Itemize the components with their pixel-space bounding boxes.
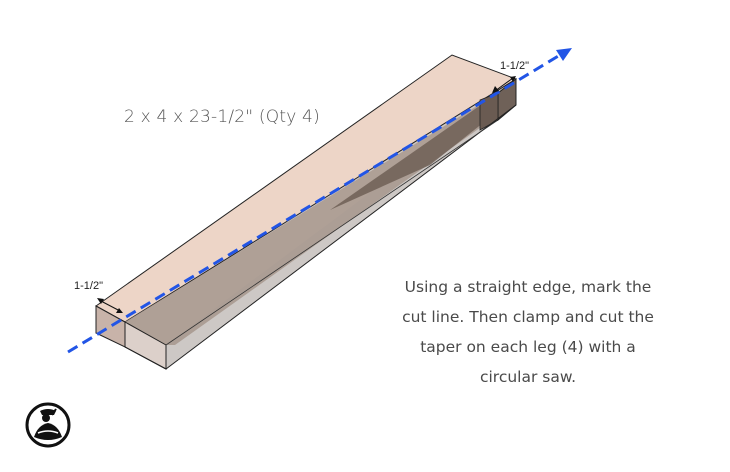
cut-line [67, 53, 561, 354]
cut-line-arrowhead-icon [556, 48, 572, 61]
woodworker-logo-icon [25, 402, 71, 448]
edge-inner [124, 346, 167, 370]
instructions-line: taper on each leg (4) with a [420, 338, 636, 356]
dimension-arrow-right [494, 77, 514, 92]
edge-mid-long [165, 119, 499, 346]
instructions-text: Using a straight edge, mark the cut line… [385, 272, 671, 392]
dimension-arrow-left [98, 299, 121, 312]
arrowhead-icon [97, 298, 104, 304]
arrowhead-icon [116, 308, 123, 313]
board-end-face-right-inner [479, 92, 499, 131]
arrowhead-icon [510, 76, 516, 82]
board-size-label: 2 x 4 x 23-1/2" (Qty 4) [124, 107, 320, 127]
dimension-label-left: 1-1/2" [74, 280, 103, 292]
dimension-label-right: 1-1/2" [500, 60, 529, 72]
instructions-line: Using a straight edge, mark the [404, 278, 652, 296]
arrowhead-icon [492, 86, 499, 93]
instructions-line: cut line. Then clamp and cut the [402, 308, 654, 326]
taper-cut-dark [330, 93, 512, 210]
instructions-line: circular saw. [479, 368, 577, 386]
edge-bottom-long [165, 104, 517, 370]
